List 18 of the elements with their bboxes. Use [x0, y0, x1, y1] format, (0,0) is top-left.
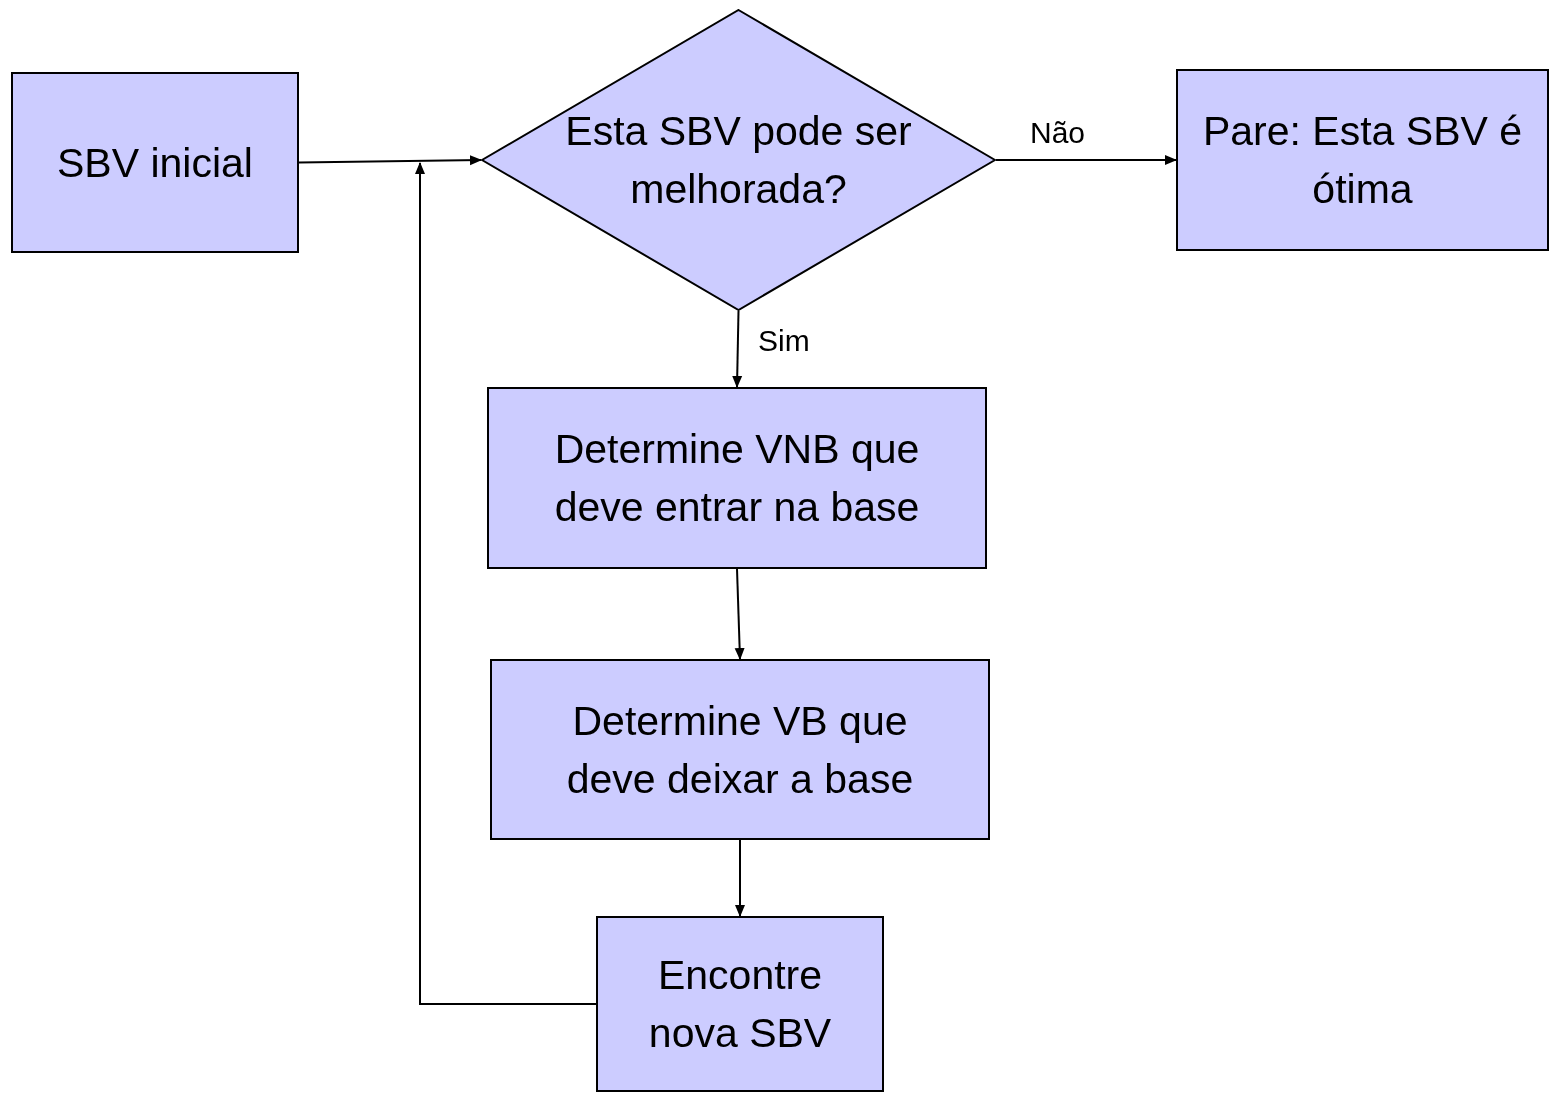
process-box [1176, 69, 1549, 251]
process-box [11, 72, 299, 253]
node-label: Determine VNB que deve entrar na base [553, 425, 921, 532]
node-label: Encontre nova SBV [647, 951, 833, 1058]
arrow [298, 155, 482, 166]
arrow [735, 839, 745, 917]
arrow [995, 155, 1177, 165]
process-box [487, 387, 987, 569]
process-box [596, 916, 884, 1092]
node-label: Pare: Esta SBV é ótima [1201, 107, 1524, 214]
node-label: SBV inicial [56, 138, 254, 188]
process-box [490, 659, 990, 840]
arrow [415, 162, 597, 1005]
node-label: Esta SBV pode ser melhorada? [564, 107, 913, 214]
decision-diamond [481, 9, 996, 311]
node-label: Determine VB que deve deixar a base [565, 696, 915, 804]
arrow [732, 310, 743, 388]
arrow [734, 568, 745, 660]
